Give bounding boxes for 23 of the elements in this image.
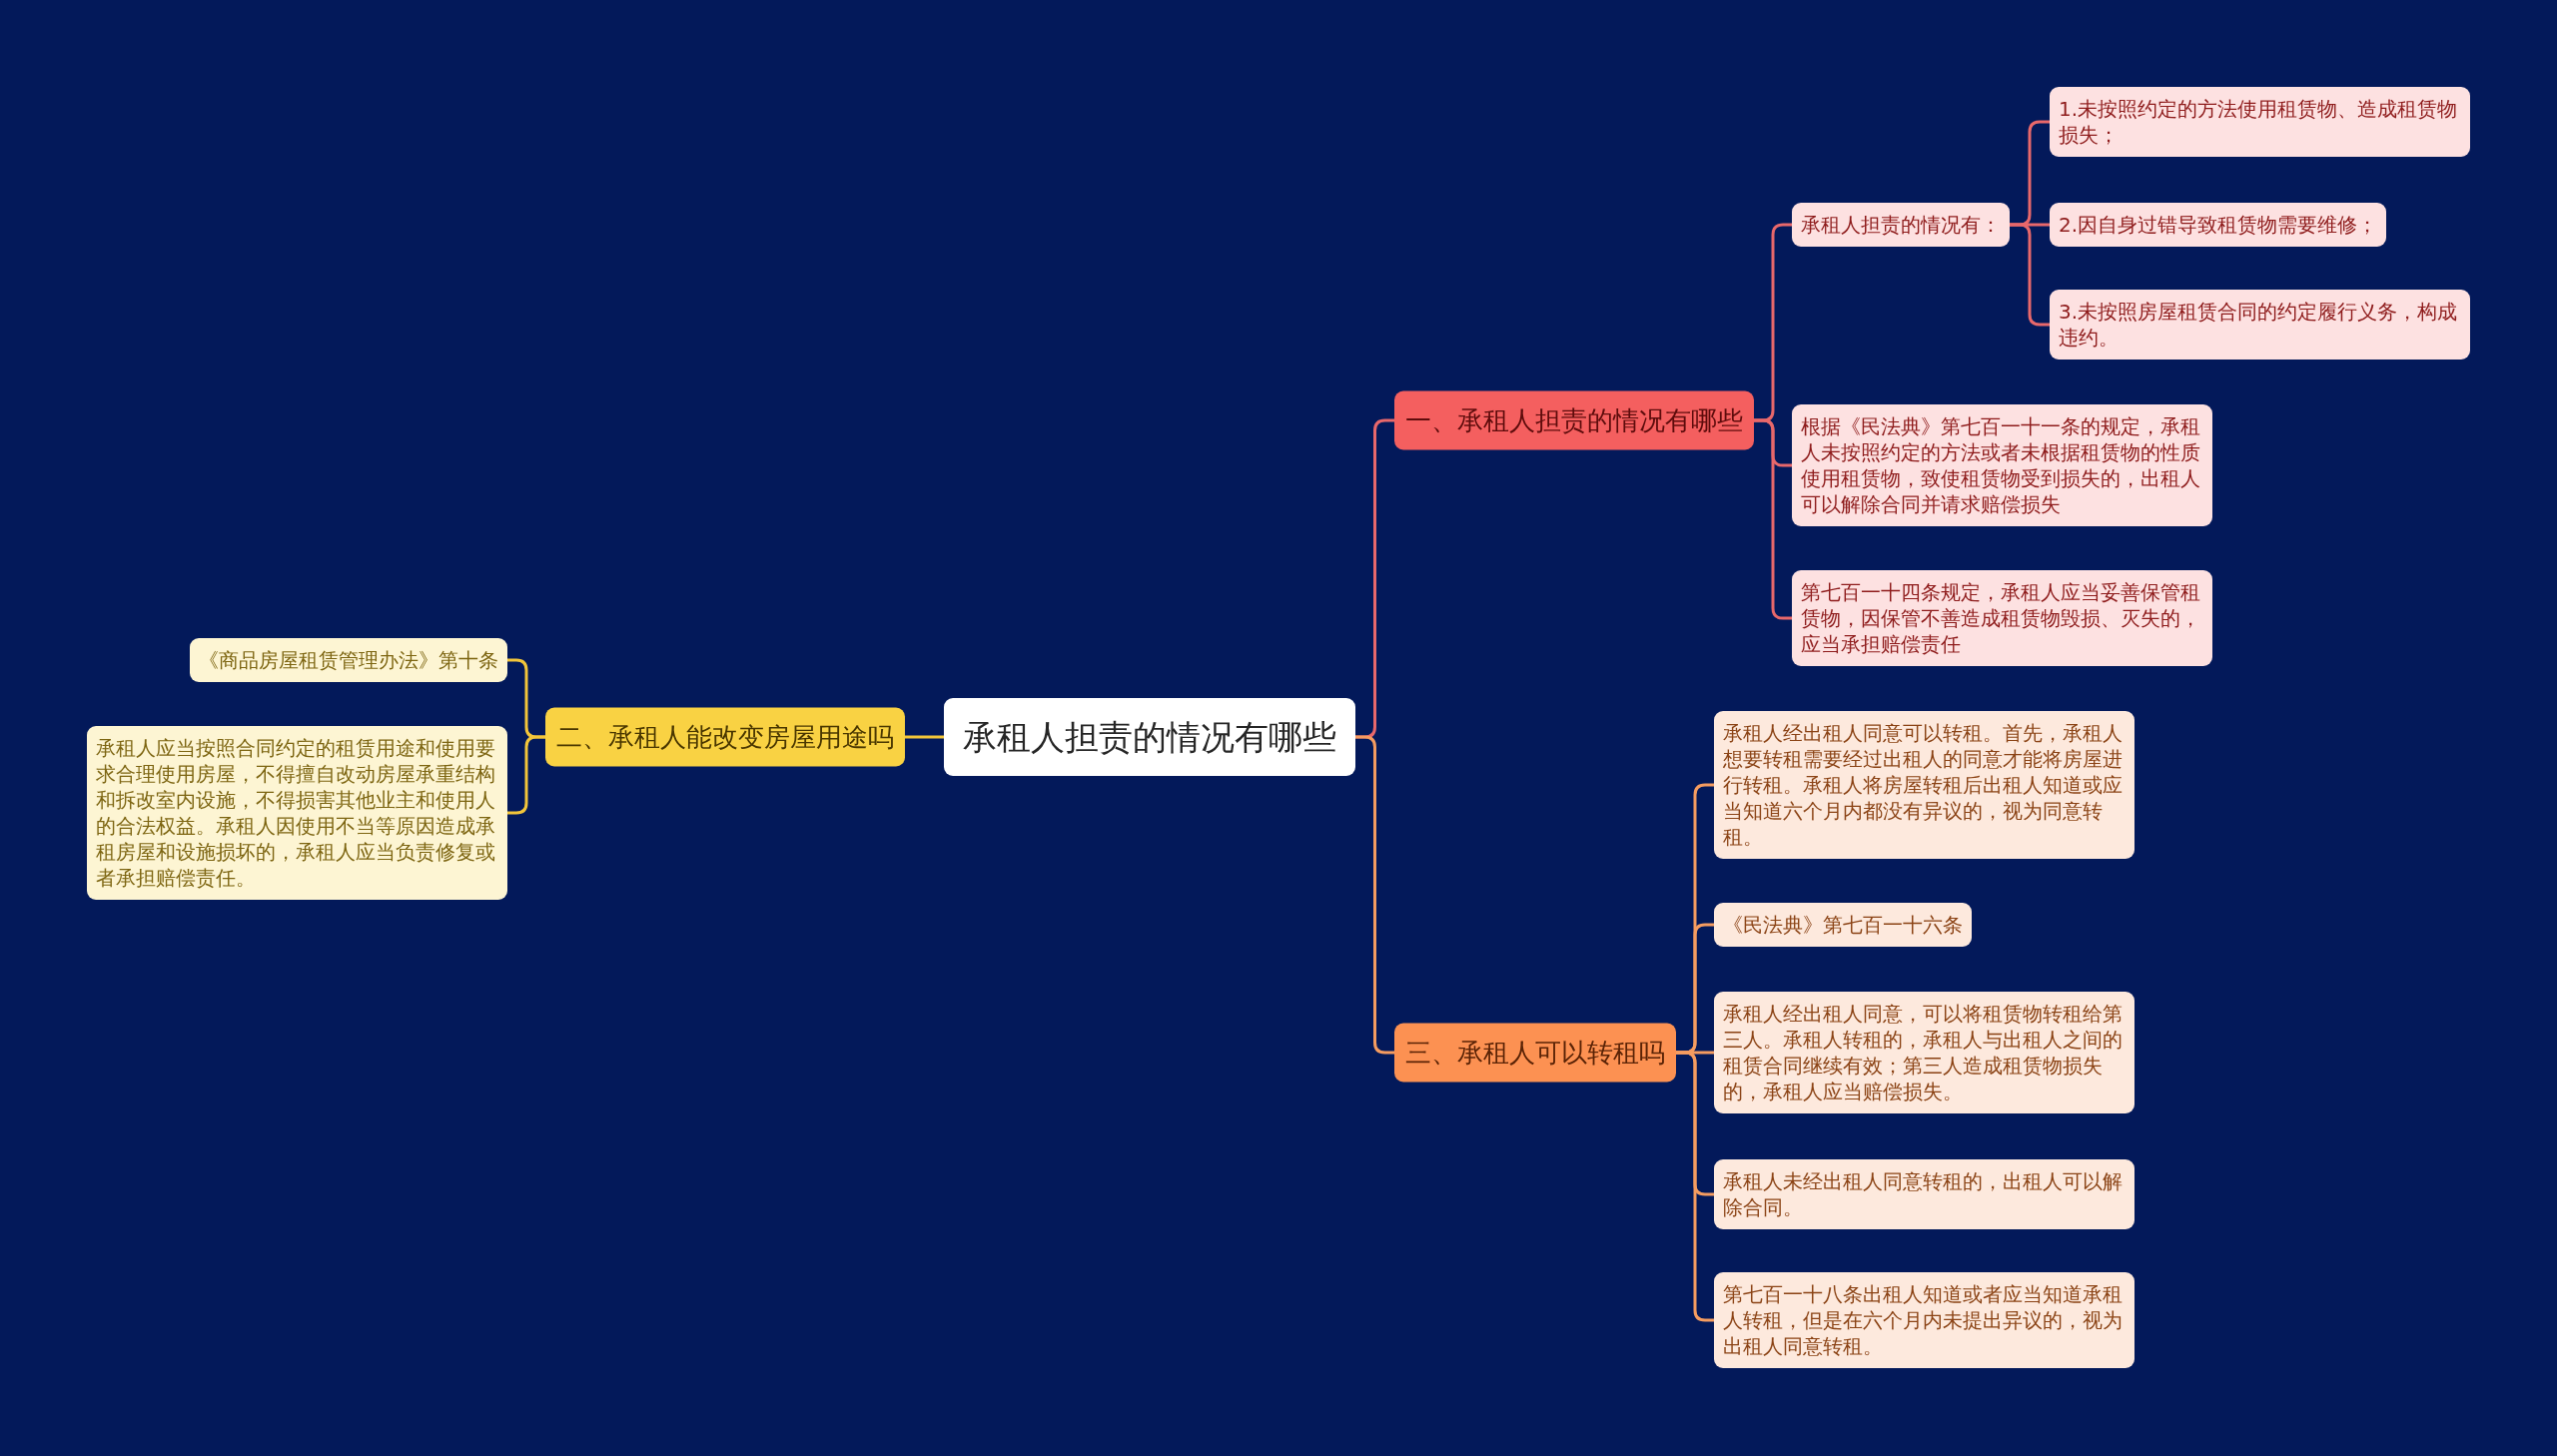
branch-topic-box: 二、承租人能改变房屋用途吗 bbox=[545, 707, 905, 767]
subtopic-box: 2.因自身过错导致租赁物需要维修； bbox=[2050, 203, 2387, 247]
connector-line bbox=[1674, 1051, 1716, 1322]
connector-line bbox=[2008, 223, 2052, 327]
subtopic-box: 《民法典》第七百一十六条 bbox=[1714, 903, 1972, 947]
subtopic-box: 承租人应当按照合同约定的租赁用途和使用要求合理使用房屋，不得擅自改动房屋承重结构和拆改室内设施，不得损害其他业主和使用人的合法权益。承租人因使用不当等原因造成承租房屋和设施损坏的，承租人应当负责修复或者承担赔偿责任。 bbox=[87, 726, 507, 900]
subtopic-box: 第七百一十四条规定，承租人应当妥善保管租赁物，因保管不善造成租赁物毁损、灭失的，应当承担赔偿责任 bbox=[1792, 570, 2212, 666]
subtopic-box: 3.未按照房屋租赁合同的约定履行义务，构成违约。 bbox=[2050, 290, 2470, 360]
subtopic-box: 第七百一十八条出租人知道或者应当知道承租人转租，但是在六个月内未提出异议的，视为出租人同意转租。 bbox=[1714, 1272, 2134, 1368]
subtopic-box: 承租人未经出租人同意转租的，出租人可以解除合同。 bbox=[1714, 1159, 2134, 1229]
connector-line bbox=[1353, 735, 1396, 1055]
connector-line bbox=[505, 735, 547, 815]
branch-topic-box: 三、承租人可以转租吗 bbox=[1394, 1023, 1676, 1083]
connector-line bbox=[1752, 418, 1794, 620]
subtopic-box: 根据《民法典》第七百一十一条的规定，承租人未按照约定的方法或者未根据租赁物的性质使用租赁物，致使租赁物受到损失的，出租人可以解除合同并请求赔偿损失 bbox=[1792, 404, 2212, 526]
connector-line bbox=[903, 735, 946, 739]
central-topic-box: 承租人担责的情况有哪些 bbox=[944, 698, 1355, 776]
subtopic-box: 1.未按照约定的方法使用租赁物、造成租赁物损失； bbox=[2050, 87, 2470, 157]
subtopic-box: 承租人经出租人同意，可以将租赁物转租给第三人。承租人转租的，承租人与出租人之间的租赁合同继续有效；第三人造成租赁物损失的，承租人应当赔偿损失。 bbox=[1714, 992, 2134, 1113]
subtopic-box: 承租人担责的情况有： bbox=[1792, 203, 2010, 247]
branch-topic-box: 一、承租人担责的情况有哪些 bbox=[1394, 390, 1754, 450]
subtopic-box: 《商品房屋租赁管理办法》第十条 bbox=[190, 638, 507, 682]
subtopic-box: 承租人经出租人同意可以转租。首先，承租人想要转租需要经过出租人的同意才能将房屋进行转租。承租人将房屋转租后出租人知道或应当知道六个月内都没有异议的，视为同意转租。 bbox=[1714, 711, 2134, 859]
